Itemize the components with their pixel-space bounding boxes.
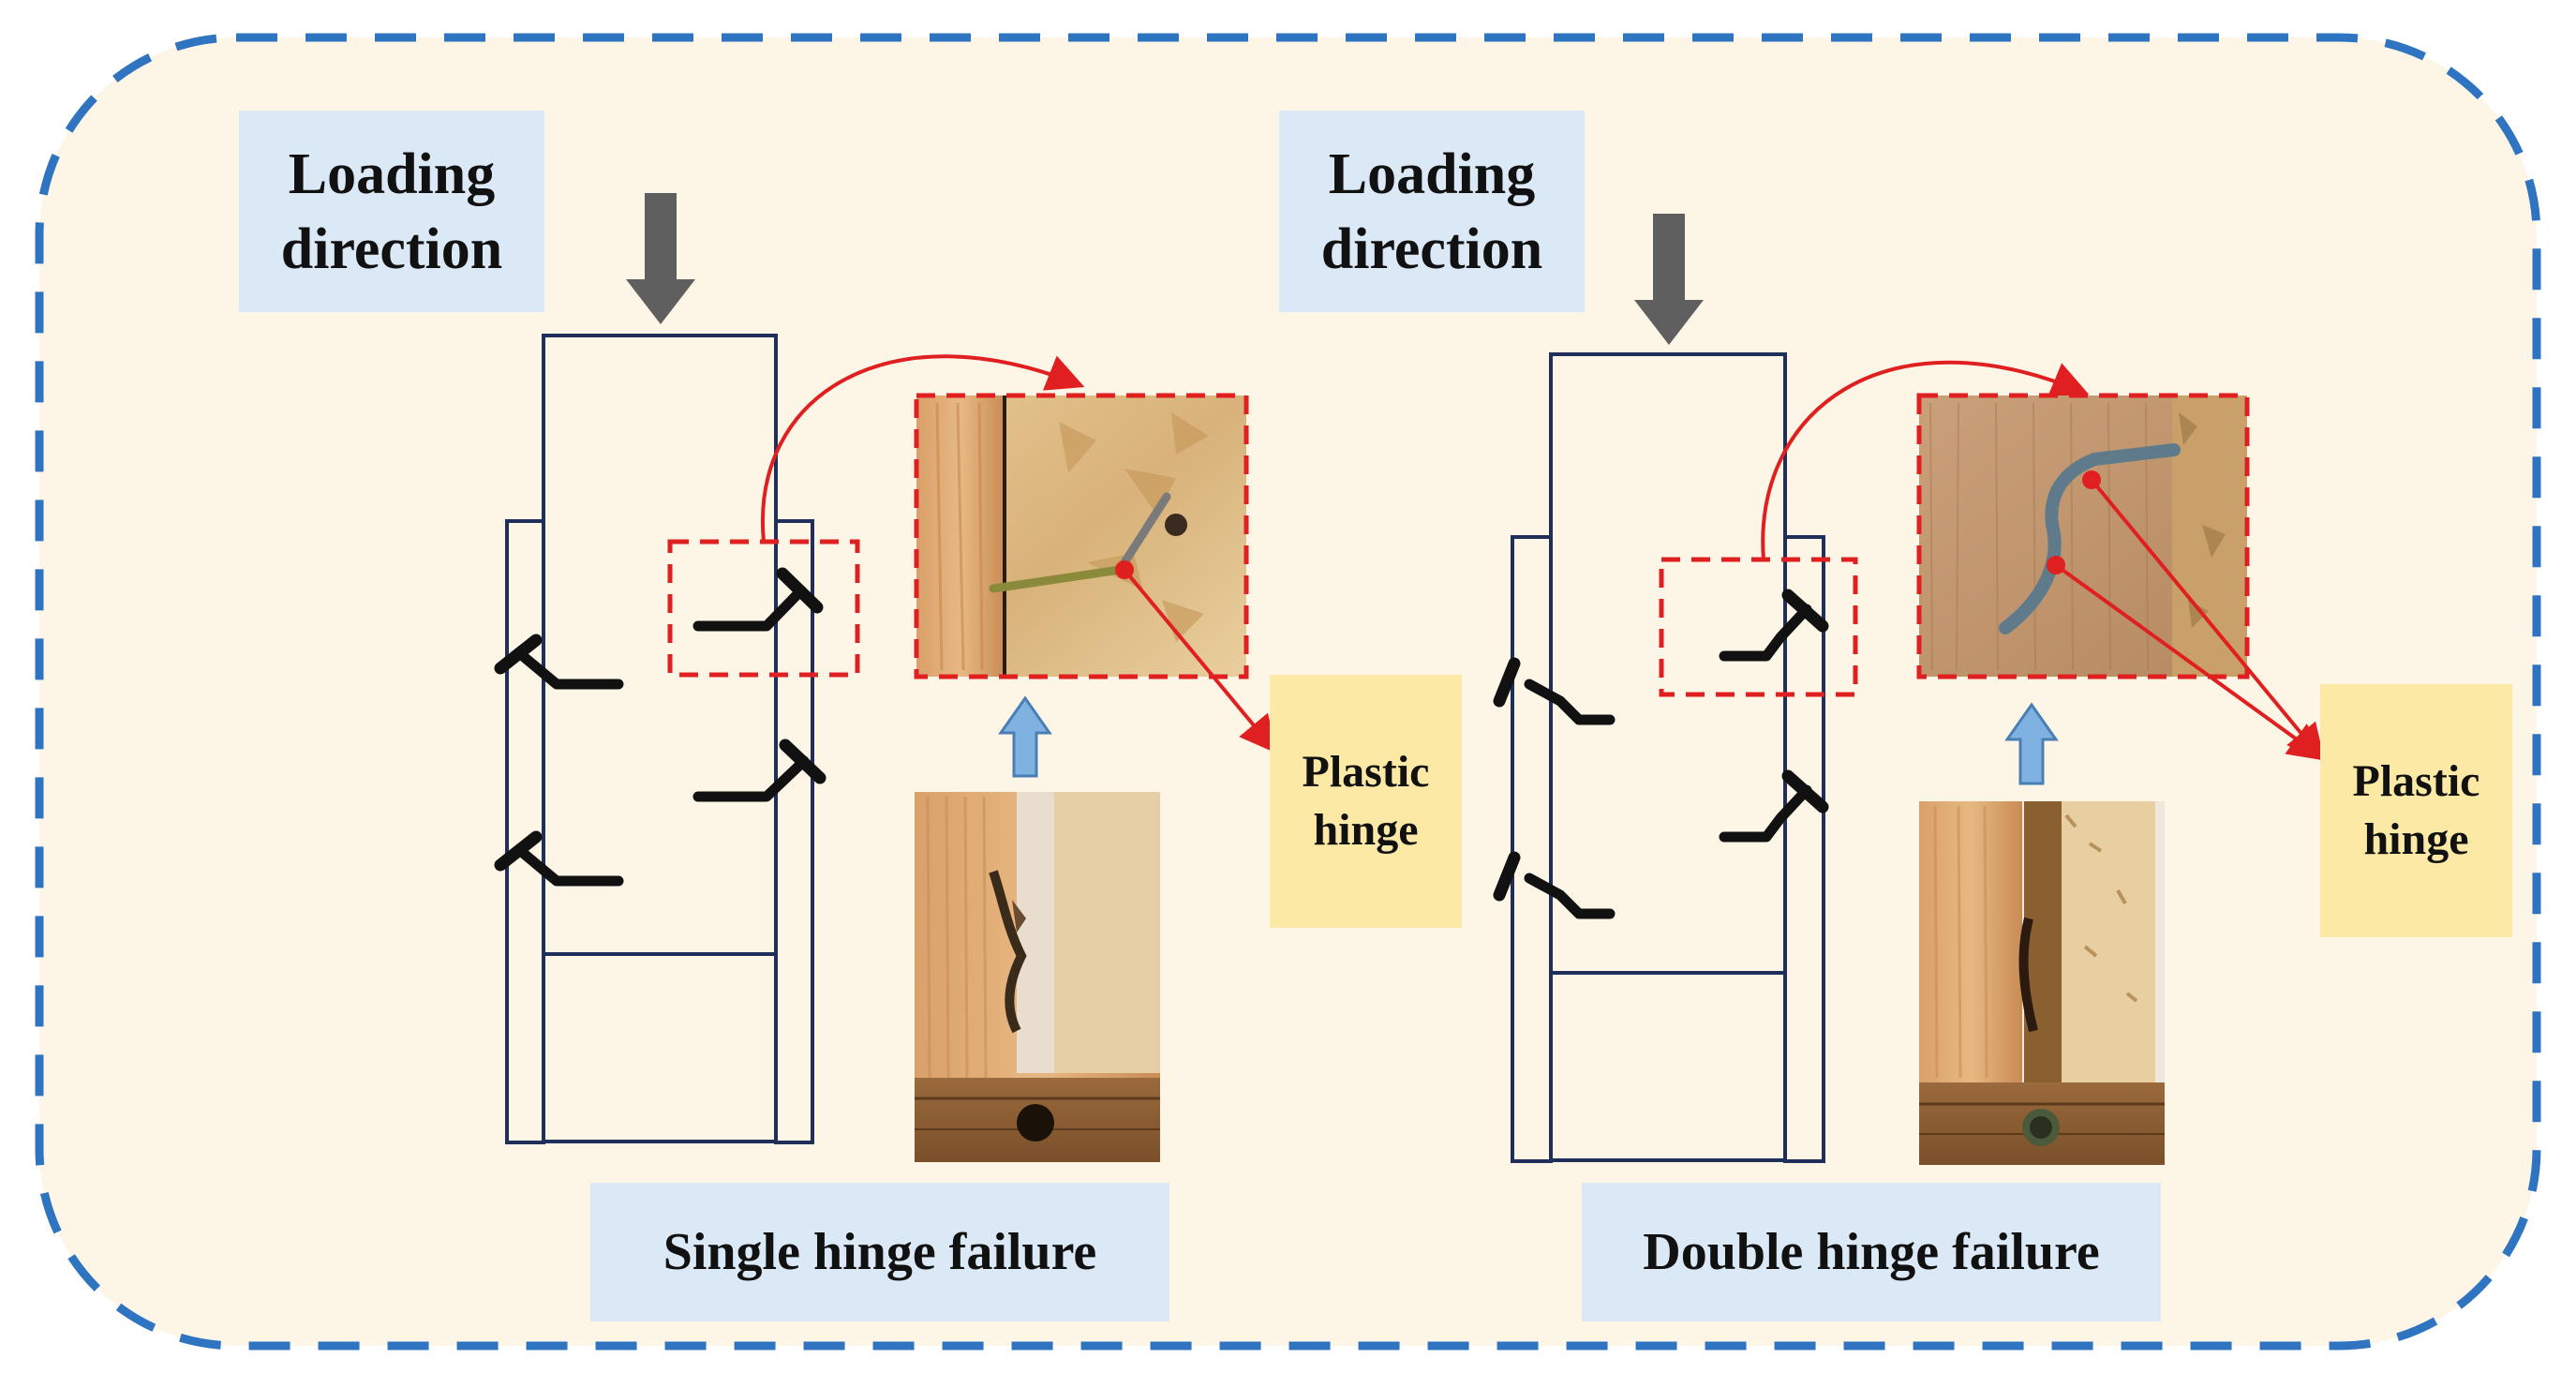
bottom-block-left xyxy=(542,952,778,1143)
callout-curve-right xyxy=(1761,360,2090,560)
nail-right-lower-double xyxy=(1719,784,1812,843)
nails-left xyxy=(494,567,826,887)
photo-joint-side-right xyxy=(1919,801,2165,1165)
callout-curve-left xyxy=(760,354,1085,543)
nails-right xyxy=(1493,589,1829,919)
right-sheathing-left xyxy=(774,519,814,1144)
panel-single-hinge xyxy=(494,193,1278,1162)
nail-left-lower xyxy=(517,847,624,887)
nail-left-upper-double xyxy=(1524,679,1616,725)
panel-double-hinge xyxy=(1493,214,2327,1165)
photo-joint-side-left xyxy=(915,792,1160,1162)
nail-left-upper xyxy=(517,650,624,690)
caption-single-hinge: Single hinge failure xyxy=(590,1183,1169,1321)
loading-arrow-right xyxy=(1634,214,1704,345)
left-sheathing-right xyxy=(1511,535,1553,1163)
nail-right-upper xyxy=(692,585,807,632)
loading-arrow-left xyxy=(626,193,695,324)
bottom-block-right xyxy=(1549,971,1787,1162)
plastic-hinge-pointer-right-2 xyxy=(2054,563,2327,761)
hinge-highlight-box-right xyxy=(1659,557,1858,697)
plastic-hinge-pointer-right-1 xyxy=(2090,478,2326,763)
photo-link-arrow-right xyxy=(2004,702,2059,785)
center-stud-right xyxy=(1549,352,1787,975)
center-stud-left xyxy=(542,334,778,956)
nail-left-lower-double xyxy=(1524,873,1616,919)
plastic-hinge-pointer-left xyxy=(1123,568,1278,754)
right-sheathing-right xyxy=(1783,535,1825,1163)
caption-double-hinge: Double hinge failure xyxy=(1582,1183,2161,1321)
nail-right-upper-double xyxy=(1719,604,1812,662)
wall-specimen-right xyxy=(1511,352,1825,1163)
nail-right-lower xyxy=(692,755,810,802)
photo-link-arrow-left xyxy=(998,695,1052,778)
wall-specimen-left xyxy=(505,334,814,1144)
photo-nail-closeup-right xyxy=(1916,393,2250,679)
photo-nail-closeup-left xyxy=(914,393,1249,679)
